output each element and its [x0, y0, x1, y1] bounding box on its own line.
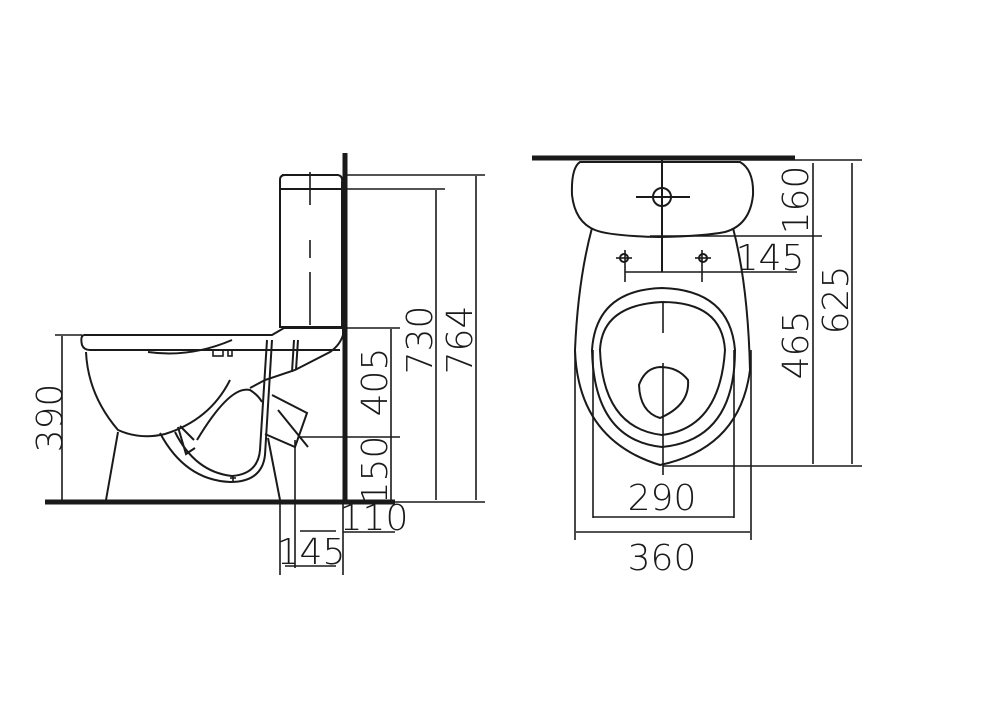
outlet-spigot [264, 394, 309, 449]
dim-overall-length: 625 [816, 266, 857, 335]
dim-fixing-spacing: 145 [736, 238, 805, 279]
cistern-outline [279, 174, 344, 328]
dim-outlet-wall-offset: 110 [340, 498, 409, 539]
cistern-plan [570, 161, 755, 239]
seat-inner [598, 300, 727, 437]
dim-seat-height: 390 [30, 384, 71, 453]
rim-outline [84, 327, 344, 389]
dim-bowl-length: 465 [776, 311, 817, 380]
trapway-outline [159, 339, 273, 484]
side-view: 390 405 150 730 764 110 145 [30, 153, 485, 575]
dim-outlet-height: 150 [355, 436, 396, 505]
top-view: 160 145 465 625 290 360 [532, 155, 862, 579]
dim-overall-height: 764 [440, 306, 481, 375]
seat-outer [590, 286, 737, 449]
waterway-opening [637, 365, 690, 420]
dim-tank-height: 730 [400, 306, 441, 375]
pan-outline [573, 227, 752, 467]
bowl-outline [85, 351, 231, 438]
dim-overall-width: 360 [628, 538, 697, 579]
dim-tank-depth: 160 [776, 166, 817, 235]
dim-inlet-height: 405 [355, 348, 396, 417]
dim-outlet-center-offset: 145 [277, 532, 346, 573]
dim-seat-width: 290 [628, 478, 697, 519]
